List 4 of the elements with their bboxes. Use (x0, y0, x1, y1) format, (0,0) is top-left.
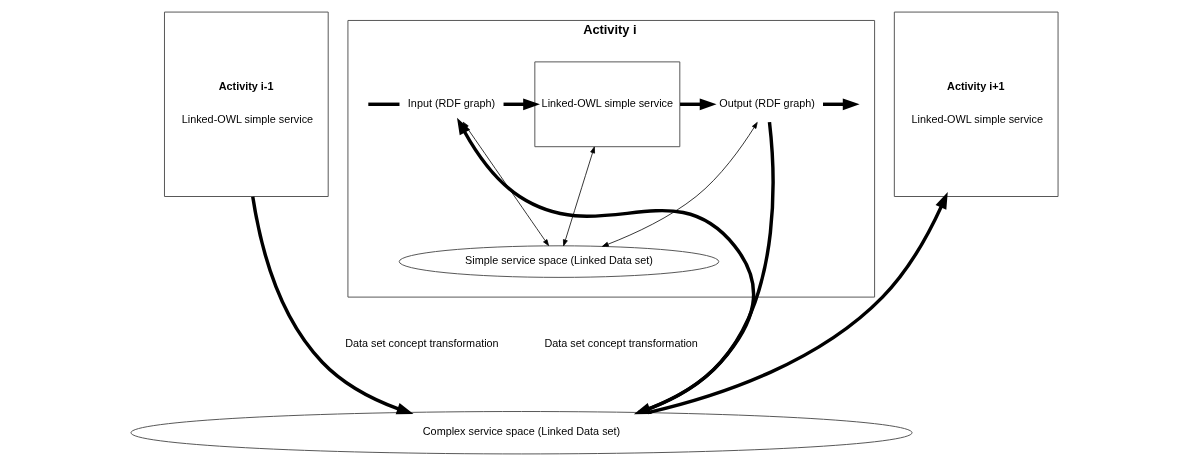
label: Data set concept transformation (543, 337, 698, 350)
node-text: Input (RDF graph) (407, 97, 495, 110)
label: Data set concept transformation (344, 337, 499, 350)
node-text: Output (RDF graph) (718, 97, 815, 110)
